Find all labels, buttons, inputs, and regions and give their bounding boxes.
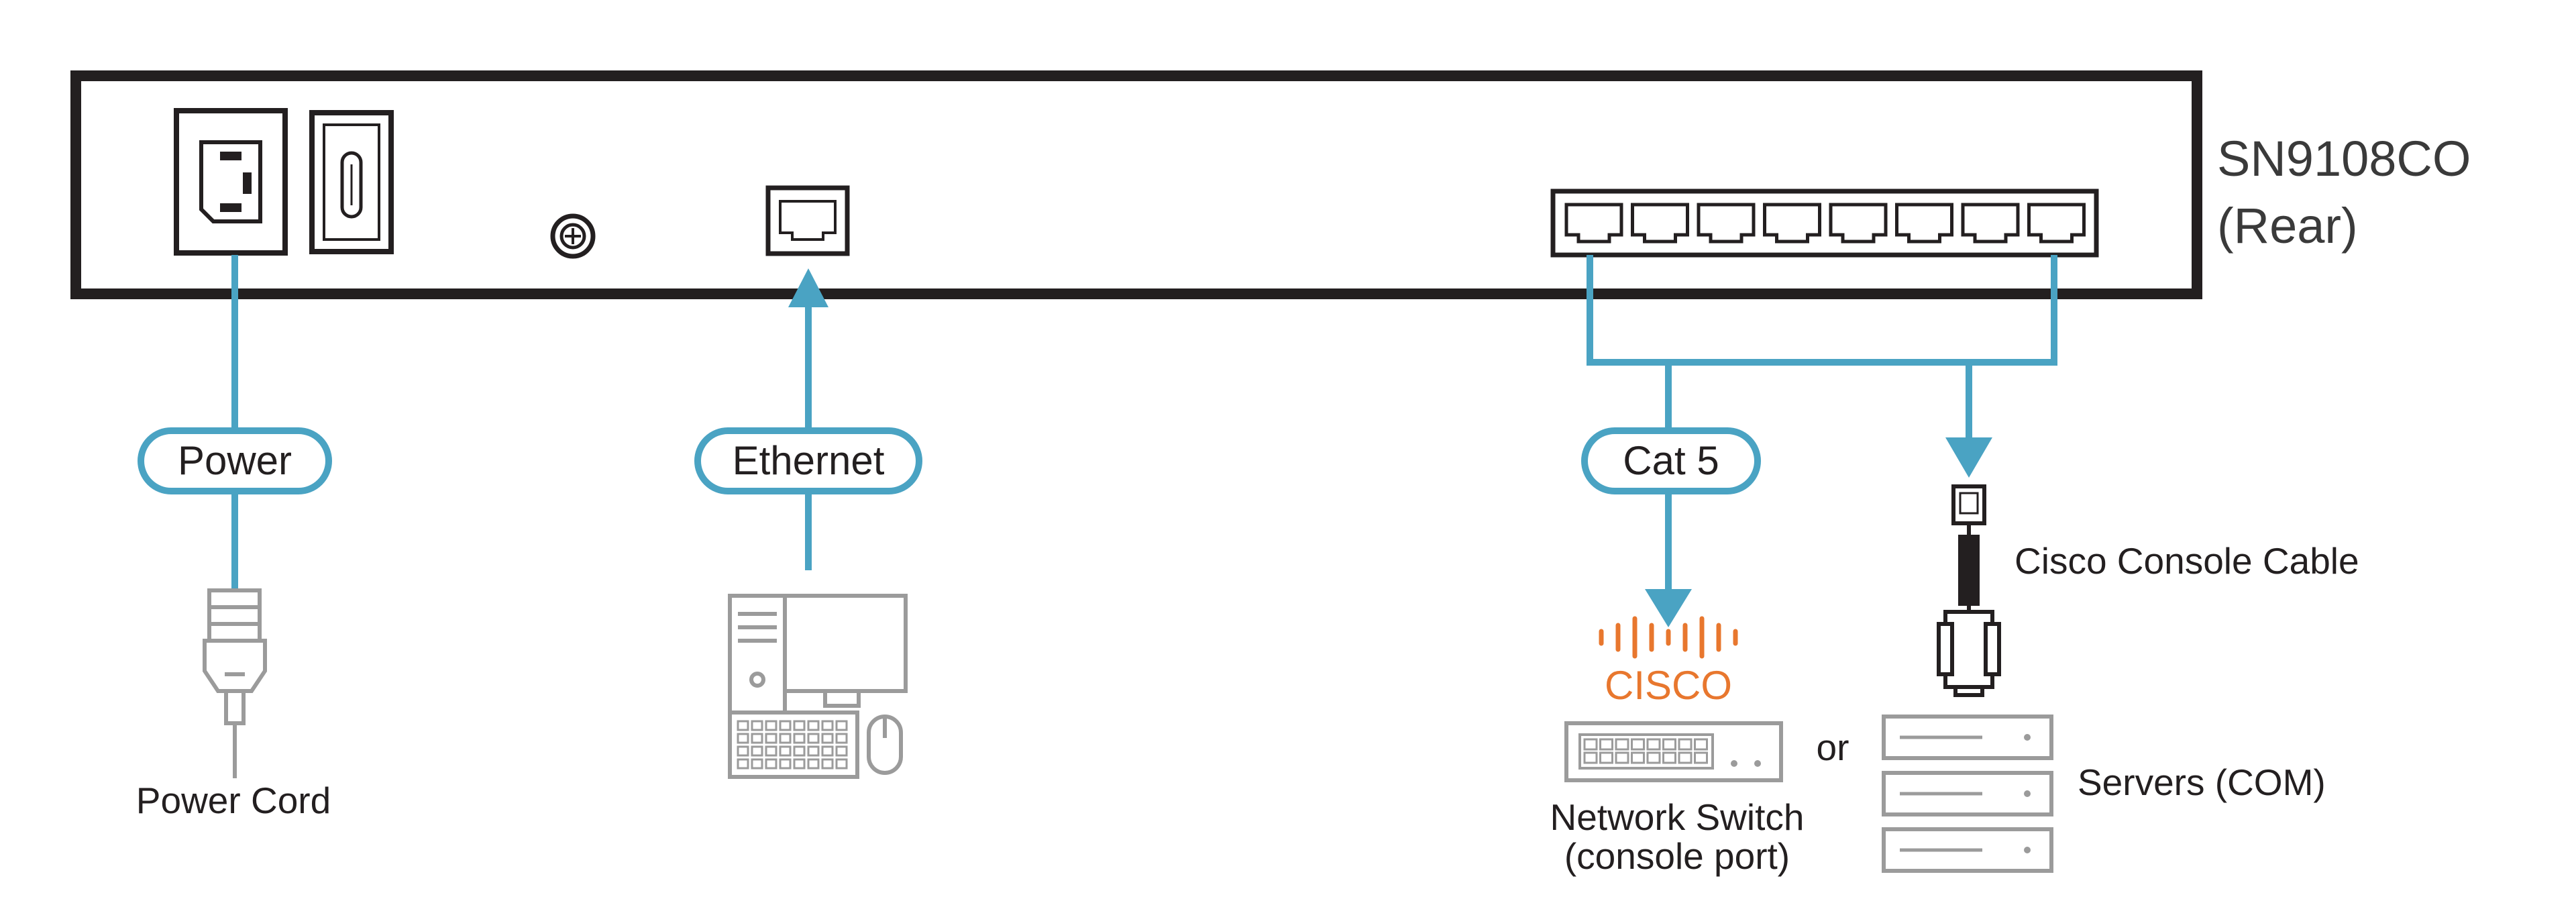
ground-screw-icon (550, 213, 596, 259)
network-switch-sublabel: (console port) (1564, 835, 1790, 877)
rear-panel (70, 70, 2202, 299)
console-cable-icon (1937, 484, 2001, 697)
rj45-port-icon (1829, 203, 1888, 244)
console-arrow-icon (1945, 437, 1992, 478)
rj45-ports (1564, 203, 2086, 244)
cisco-wordmark: CISCO (1605, 663, 1732, 708)
console-port-bank (1550, 189, 2099, 258)
power-pill-label: Power (178, 438, 292, 483)
rj45-port-icon (1631, 203, 1689, 244)
power-cord-label: Power Cord (136, 780, 331, 821)
rj45-port-icon (1564, 203, 1623, 244)
servers-icon (1882, 715, 2053, 873)
ethernet-pill-label: Ethernet (733, 438, 885, 483)
ethernet-port-icon (765, 185, 850, 256)
network-switch-icon (1564, 721, 1783, 782)
model-name: SN9108CO (2217, 131, 2471, 187)
ethernet-arrow-icon (788, 268, 828, 307)
computer-icon (728, 594, 908, 779)
network-switch-label: Network Switch (1550, 796, 1805, 838)
power-plug-icon (203, 588, 267, 778)
console-cable-label: Cisco Console Cable (2015, 540, 2359, 582)
cisco-logo: CISCO (1599, 616, 1738, 708)
power-pill: Power (138, 427, 332, 494)
rj45-port-icon (1763, 203, 1821, 244)
servers-label: Servers (COM) (2078, 761, 2326, 803)
power-inlet-icon (174, 108, 288, 256)
or-label: or (1817, 727, 1849, 768)
cat5-branch: Cat 5 (1581, 255, 2057, 627)
cat5-arrow-icon (1645, 589, 1692, 627)
rj45-port-icon (1895, 203, 1953, 244)
view-label: (Rear) (2217, 198, 2358, 254)
cat5-pill-label: Cat 5 (1623, 438, 1719, 483)
power-switch-icon (309, 110, 394, 254)
ethernet-connection: Ethernet (694, 268, 922, 779)
ethernet-pill: Ethernet (694, 427, 922, 494)
rj45-port-icon (2027, 203, 2086, 244)
power-connection: Power Power Cord (136, 255, 332, 821)
rj45-port-icon (1697, 203, 1756, 244)
cat5-pill: Cat 5 (1581, 427, 1761, 494)
rj45-port-icon (1961, 203, 2020, 244)
